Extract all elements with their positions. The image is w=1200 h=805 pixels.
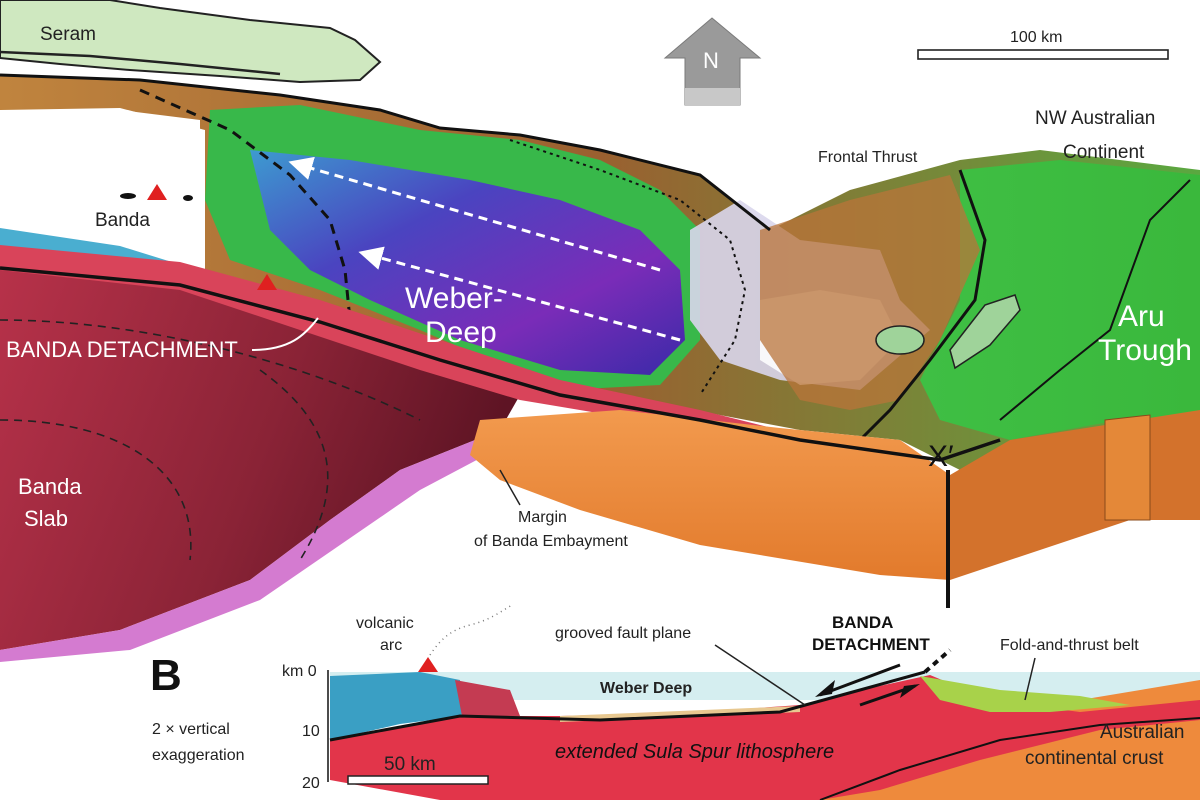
section-weber-label: Weber Deep: [600, 680, 692, 697]
section-arc: [330, 672, 462, 740]
volcanic-label-1: volcanic: [356, 615, 414, 632]
section-detachment: [329, 670, 926, 742]
grooved-label: grooved fault plane: [555, 625, 691, 642]
island-a: [875, 325, 925, 355]
aru-label-1: Aru: [1118, 300, 1165, 333]
margin-label-2: of Banda Embayment: [474, 533, 628, 550]
white-region: [0, 108, 205, 275]
cross-section-b: km 0 10 20 50 km B 2 × vertical exaggera…: [150, 604, 1200, 801]
detach-label-2: DETACHMENT: [812, 635, 930, 654]
margin-label-1: Margin: [518, 509, 567, 526]
slab-contour-1: [0, 319, 421, 421]
australian-label-2: continental crust: [1025, 748, 1164, 769]
detach-arrow-upper: [819, 663, 901, 697]
dashed-fault-west: [139, 88, 352, 321]
km20-label: 20: [302, 775, 320, 792]
continent-label: Continent: [1063, 142, 1145, 163]
volcanic-label-2: arc: [380, 637, 402, 654]
margin-leader: [499, 469, 521, 506]
vert-exag-label-2: exaggeration: [152, 747, 245, 764]
island-b: [949, 294, 1021, 370]
seram-label: Seram: [40, 24, 96, 45]
aru-label-2: Trough: [1098, 334, 1192, 367]
weber-deep-label-1: Weber-: [405, 282, 503, 315]
australian-block: [470, 410, 950, 580]
section-moho: [819, 717, 1200, 801]
banda-slab-label-1: Banda: [18, 474, 82, 499]
north-label: N: [703, 48, 719, 73]
banda-island-dot-2: [183, 195, 193, 201]
ash-plume: [429, 604, 513, 656]
aru-green: [920, 160, 1200, 440]
scale-bar-top: 100 km: [917, 29, 1169, 60]
banda-slab-label-2: Slab: [24, 506, 68, 531]
section-volcano: [418, 657, 438, 672]
banda-island-dot: [120, 193, 136, 199]
australian-label-1: Australian: [1100, 722, 1185, 743]
weber-deep-label-2: Deep: [425, 316, 497, 349]
seram-island: [0, 0, 382, 84]
margin-boundary: [0, 73, 771, 232]
seram-fault: [0, 50, 281, 76]
banda-detachment-label: BANDA DETACHMENT: [6, 337, 238, 362]
australian-notch: [1104, 414, 1151, 521]
deep-arrow-1: [288, 156, 661, 272]
fold-thrust-label: Fold-and-thrust belt: [1000, 637, 1139, 654]
section-dashed-up: [923, 648, 952, 674]
detach-arrow-upper-head: [815, 680, 835, 697]
deep-arrow-2: [358, 246, 681, 342]
slab-contour-2: [0, 419, 192, 561]
section-fold-belt: [920, 676, 1130, 712]
detach-arrow-lower-head: [900, 684, 920, 698]
scale-bottom-label: 50 km: [384, 754, 436, 775]
grooved-leader: [714, 644, 806, 706]
lithosphere-label: extended Sula Spur lithosphere: [555, 741, 834, 763]
frontal-thrust-line-2: [999, 179, 1191, 421]
slab-pink-rim: [0, 420, 520, 662]
nw-australian-label: NW Australian: [1035, 108, 1155, 129]
frontal-thrust-label: Frontal Thrust: [818, 149, 918, 166]
x-prime-label: X′: [928, 440, 954, 473]
km10-label: 10: [302, 723, 320, 740]
detachment-leader: [251, 317, 319, 351]
scale-bar-bottom: [347, 775, 489, 785]
detach-label-1: BANDA: [832, 613, 893, 632]
red-detachment-layer: [0, 245, 780, 430]
volcano-banda: [147, 184, 167, 200]
volcano-south: [257, 274, 277, 290]
detachment-thick-line: [0, 266, 1001, 462]
vert-exag-label-1: 2 × vertical: [152, 721, 230, 738]
section-arc-red: [455, 680, 520, 716]
weber-deep-basin: [250, 150, 685, 375]
fold-leader: [1024, 657, 1036, 701]
slab-contour-3: [259, 369, 329, 561]
banda-label: Banda: [95, 210, 150, 231]
brown-ridges: [760, 175, 980, 410]
scale-top-label: 100 km: [1010, 29, 1062, 46]
panel-letter-b: B: [150, 651, 182, 700]
north-arrow: N: [663, 17, 762, 106]
km0-label: km 0: [282, 663, 317, 680]
